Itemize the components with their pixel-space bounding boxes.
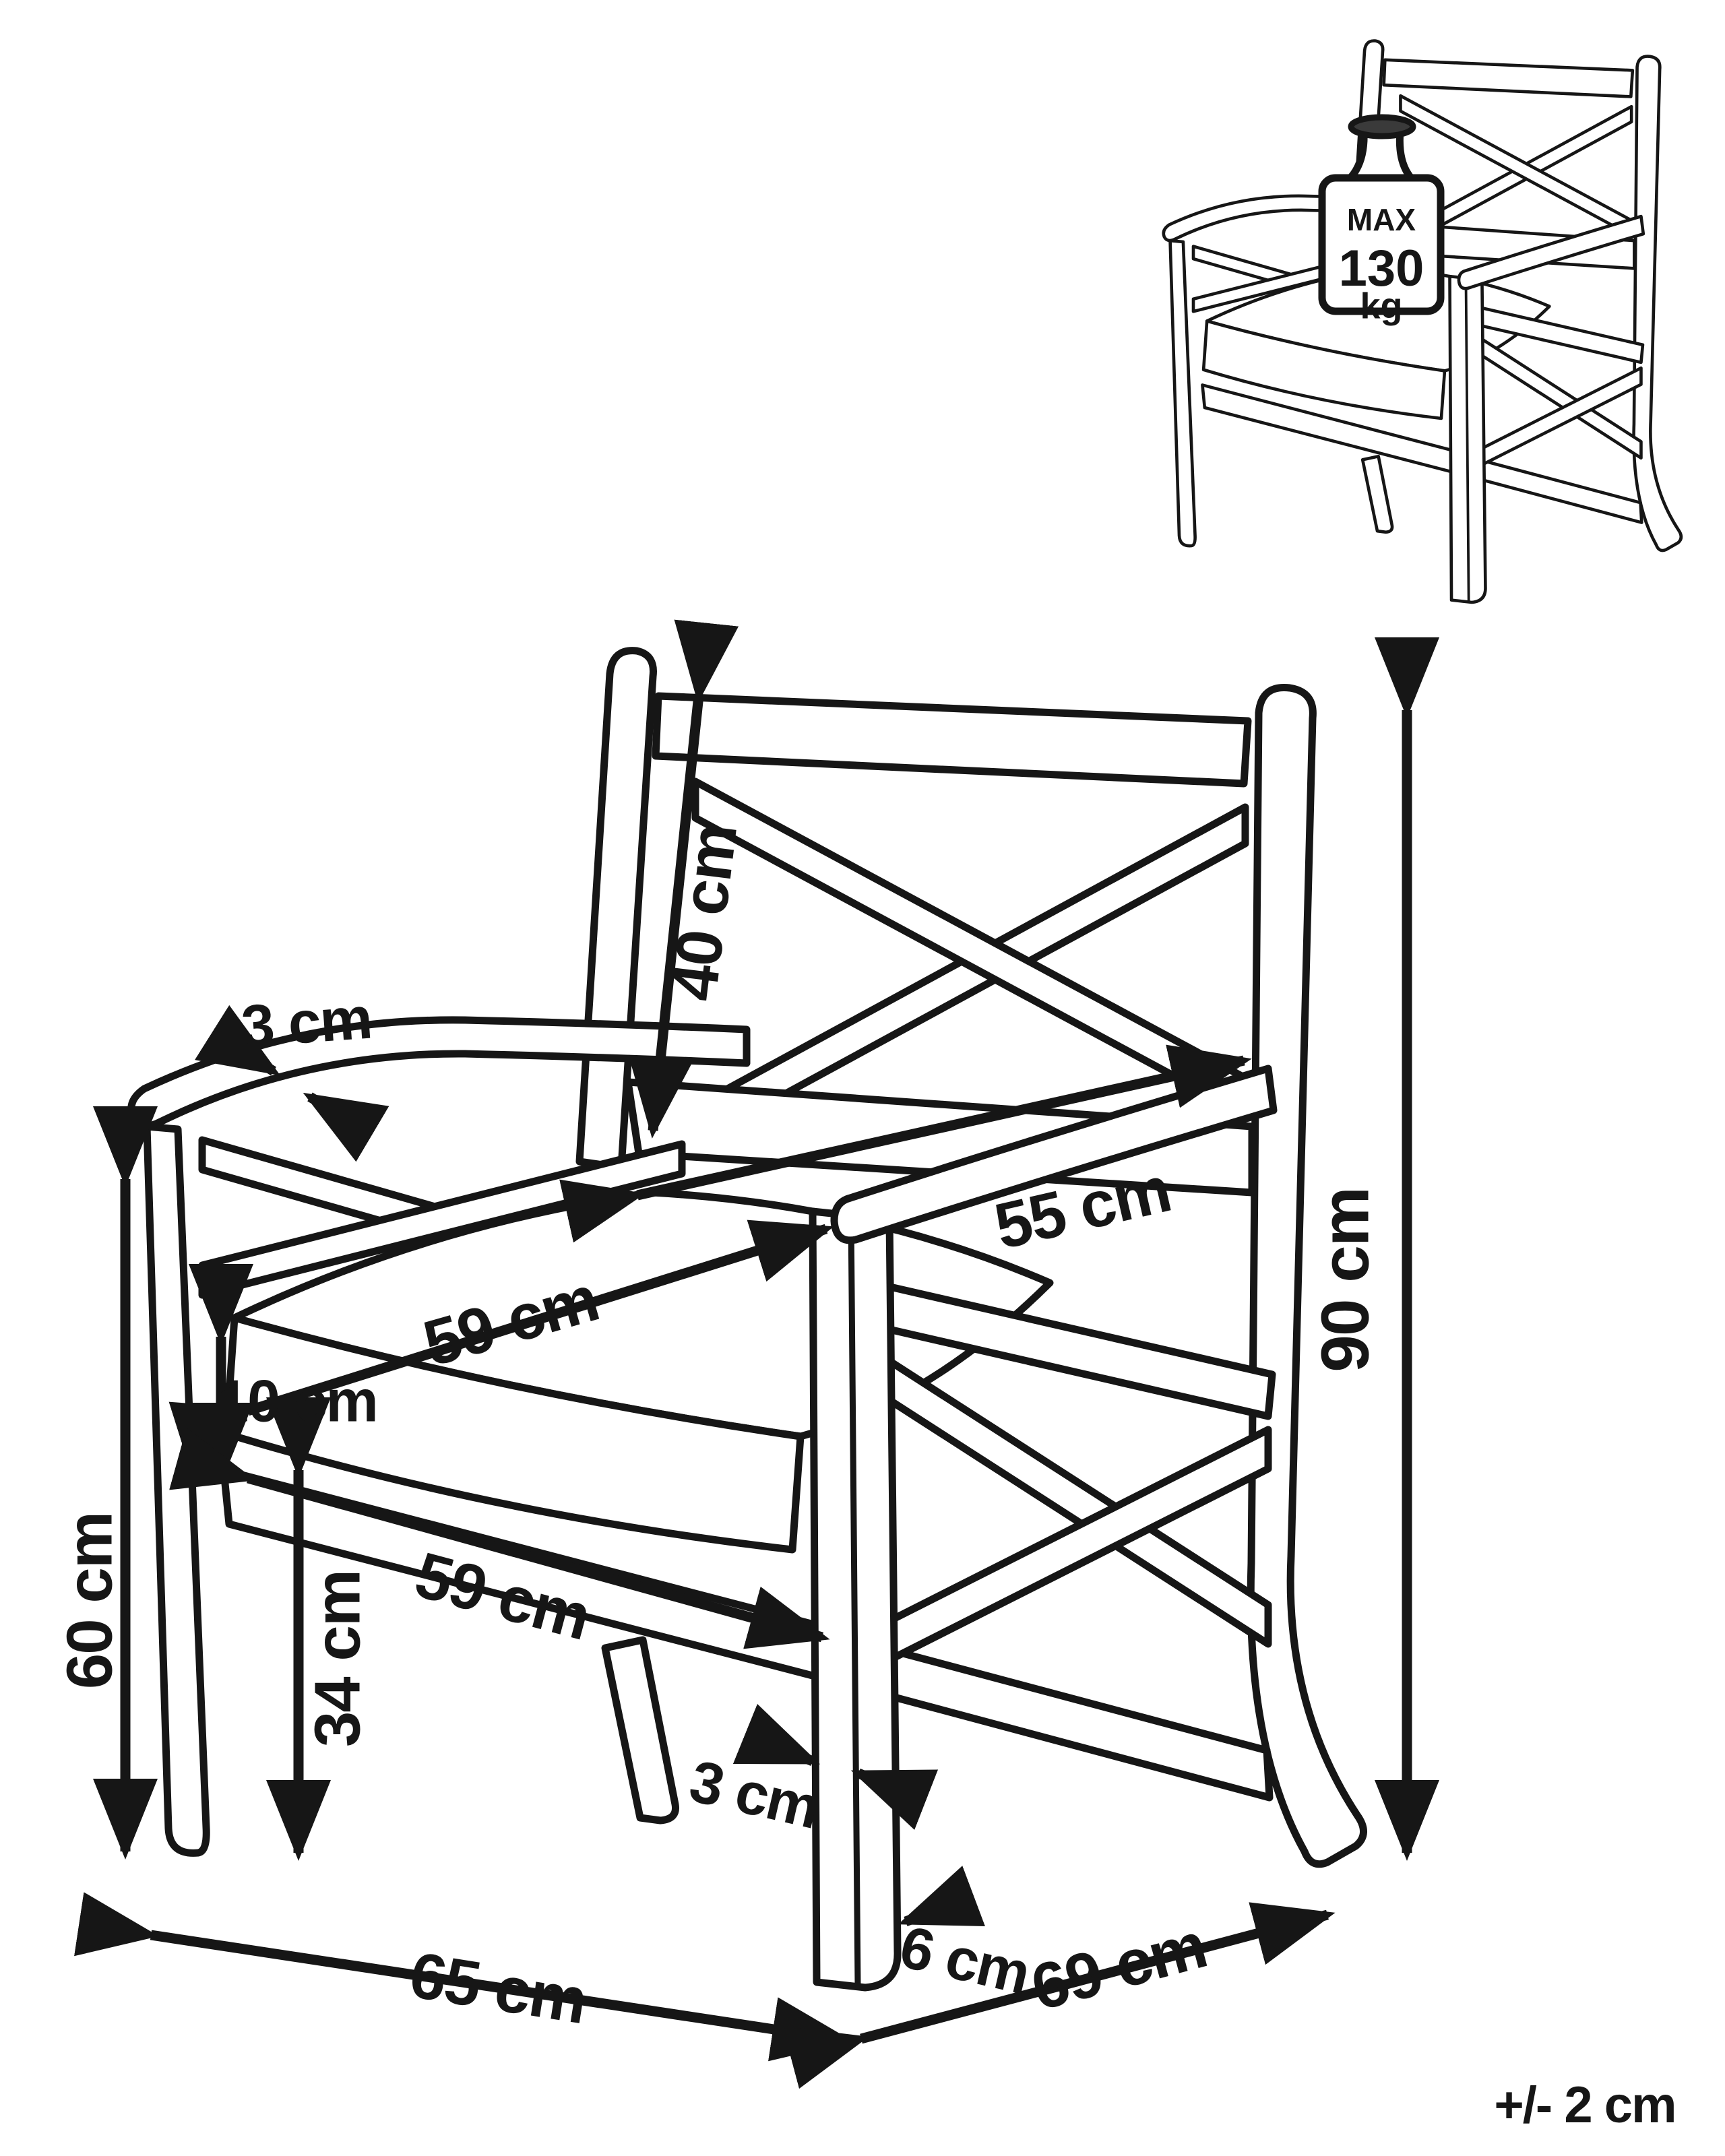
dim-arrow-armrest-thickness-lower xyxy=(303,1092,389,1162)
dim-label-overall-height: 90 cm xyxy=(1307,1188,1383,1372)
dim-label-armrest-height: 60 cm xyxy=(53,1513,125,1689)
inset-chair-thumbnail: MAX 130 kg xyxy=(1164,41,1681,602)
dim-arrow-front-leg-depth xyxy=(898,1866,985,1927)
dim-arrow-armrest-thickness-upper xyxy=(195,1005,281,1076)
dim-label-overall-width: 65 cm xyxy=(405,1939,591,2038)
dim-arrow-front-leg-width-left xyxy=(732,1703,821,1766)
dim-label-backrest-height: 40 cm xyxy=(658,820,751,1004)
dim-arrow-front-leg-width-right xyxy=(850,1769,939,1830)
dimension-labels: 40 cm 3 cm 55 cm 59 cm 10 cm 60 cm 59 cm… xyxy=(53,820,1676,2134)
weight-max-label: MAX xyxy=(1347,202,1416,237)
weight-lip xyxy=(1348,114,1416,139)
max-load-weight: MAX 130 kg xyxy=(1318,114,1445,326)
dimension-arrows xyxy=(74,619,1440,2089)
weight-value-label: 130 xyxy=(1339,240,1424,297)
dim-arrow-seat-depth xyxy=(559,1044,1252,1243)
dim-label-leg-height: 34 cm xyxy=(301,1571,373,1747)
dim-label-overall-depth: 69 cm xyxy=(1024,1909,1214,2024)
dim-arrow-seat-width-top xyxy=(168,1219,834,1464)
dim-label-cushion-thickness: 10 cm xyxy=(216,1367,377,1434)
weight-unit-label: kg xyxy=(1360,286,1402,326)
dim-arrow-seat-frame-width xyxy=(169,1427,830,1649)
dim-arrow-overall-width xyxy=(74,1892,853,2062)
dim-label-armrest-thickness: 3 cm xyxy=(239,984,373,1060)
dim-label-front-leg-depth: 6 cm xyxy=(894,1913,1036,2007)
weight-body xyxy=(1318,174,1445,315)
dim-arrow-overall-depth xyxy=(782,1902,1336,2089)
tolerance-note: +/- 2 cm xyxy=(1494,2076,1675,2134)
